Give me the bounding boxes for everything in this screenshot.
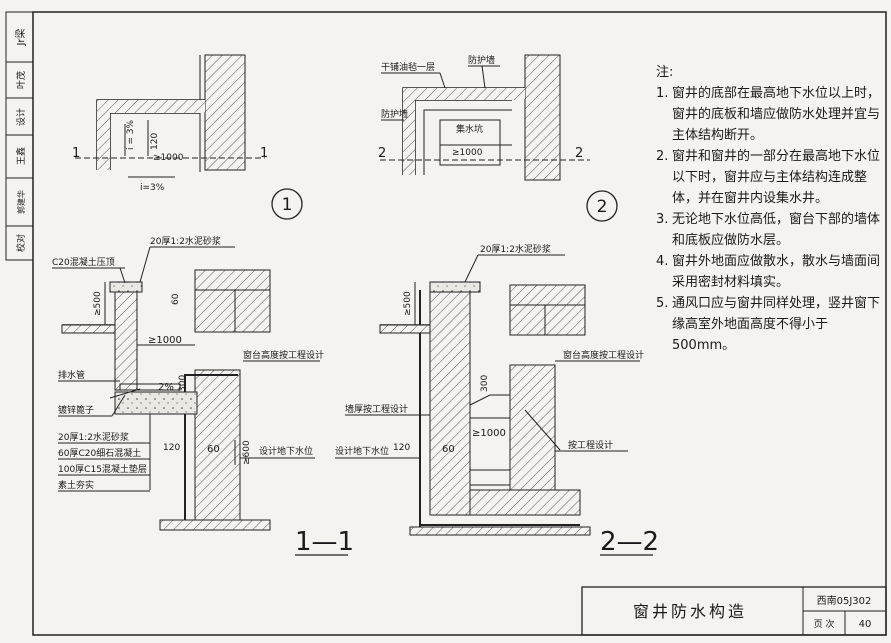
section22-per-design: 按工程设计	[568, 439, 613, 451]
detail-2-plan: 干铺油毡一层 防护墙 防护墙 集水坑 ≥1000 2 2 2	[378, 54, 618, 222]
notes-panel: 注: 1. 窗井的底部在最高地下水位以上时，窗井的底板和墙应做防水处理并宜与主体…	[656, 62, 888, 356]
title-block-title: 窗井防水构造	[633, 602, 747, 621]
section11-dim-500: ≥500	[93, 291, 103, 316]
section22-dim-500: ≥500	[403, 291, 413, 316]
strip-sig1: Jr梁	[14, 28, 27, 46]
detail2-cut-left: 2	[378, 146, 386, 161]
section22-sill: 窗台高度按工程设计	[563, 349, 644, 361]
strip-role3: 郭建华	[16, 190, 26, 214]
note-item-3: 3. 无论地下水位高低，窗台下部的墙体和底板应做防水层。	[656, 209, 888, 251]
section11-layer-1: 20厚1:2水泥砂浆	[58, 431, 129, 443]
strip-role1: 叶茂	[15, 71, 27, 89]
section11-dim-120: 120	[163, 443, 180, 453]
detail-1-plan: i = 3% 120 ≥1000 i=3% 1 1 1	[72, 54, 303, 220]
detail1-dim-1000: ≥1000	[153, 153, 184, 163]
note-text-4: 窗井外地面应做散水，散水与墙面间采用密封材料填实。	[672, 254, 881, 290]
strip-role2: 设计	[15, 108, 27, 126]
sheet-border	[32, 11, 887, 636]
detail1-cut-right: 1	[260, 146, 268, 161]
detail1-dim-120: 120	[150, 133, 160, 150]
note-text-1: 窗井的底部在最高地下水位以上时，窗井的底板和墙应做防水处理并宜与主体结构断开。	[672, 86, 881, 143]
section22-dim-120: 120	[393, 443, 410, 453]
section11-title: 1—1	[295, 527, 354, 557]
section11-layer-3: 100厚C15混凝土垫层	[58, 463, 147, 475]
note-item-5: 5. 通风口应与窗井同样处理，竖井窗下缘高室外地面高度不得小于500mm。	[656, 293, 888, 356]
section-2-2: 20厚1:2水泥砂浆 ≥500 窗台高度按工程设计 300 墙厚按工程设计 ≥1…	[335, 243, 659, 557]
note-num-1: 1.	[656, 86, 669, 101]
section11-dim-60b: 60	[207, 444, 220, 455]
section11-drain: 排水管	[58, 369, 85, 381]
section11-dim-60: 60	[171, 293, 181, 305]
detail1-slope-top: i = 3%	[126, 120, 136, 150]
section-1-1: C20混凝土压顶 20厚1:2水泥砂浆 ≥500 60 ≥1000 窗台高度按工…	[52, 235, 354, 557]
section11-slope: 2%	[158, 382, 174, 393]
section11-sill: 窗台高度按工程设计	[243, 349, 324, 361]
detail1-slope-bottom: i=3%	[140, 183, 165, 193]
section11-dim-600: ≥600	[242, 440, 252, 465]
title-block-page-no: 40	[859, 619, 872, 630]
section22-title: 2—2	[600, 527, 659, 557]
note-num-3: 3.	[656, 212, 669, 227]
note-text-5: 通风口应与窗井同样处理，竖井窗下缘高室外地面高度不得小于500mm。	[672, 296, 881, 353]
detail2-circle-label: 2	[597, 197, 608, 217]
section11-layer-2: 60厚C20细石混凝土	[58, 447, 141, 459]
section22-mortar-top: 20厚1:2水泥砂浆	[480, 243, 551, 255]
section11-grate: 镀锌篦子	[58, 404, 94, 416]
note-num-5: 5.	[656, 296, 669, 311]
section22-wall-thk: 墙厚按工程设计	[345, 403, 408, 415]
note-num-2: 2.	[656, 149, 669, 164]
signature-strip: Jr梁 叶茂 设计 王鑫 郭建华 校对	[5, 11, 34, 261]
strip-sig2: 王鑫	[15, 147, 27, 165]
note-text-2: 窗井和窗井的一部分在最高地下水位以下时，窗井应与主体结构连成整体，并在窗井内设集…	[672, 149, 881, 206]
detail2-label-wall-b: 防护墙	[381, 108, 408, 120]
title-block-page-label: 页 次	[814, 618, 835, 630]
section22-dim-60: 60	[442, 444, 455, 455]
detail2-label-pit: 集水坑	[456, 123, 483, 135]
section11-cap: C20混凝土压顶	[52, 256, 115, 268]
section11-layer-4: 素土夯实	[58, 479, 94, 491]
detail1-ref-circle	[271, 188, 303, 220]
note-item-1: 1. 窗井的底部在最高地下水位以上时，窗井的底板和墙应做防水处理并宜与主体结构断…	[656, 83, 888, 146]
detail2-dim-1000: ≥1000	[452, 148, 483, 158]
detail1-circle-label: 1	[282, 195, 293, 215]
title-block: 窗井防水构造 西南05J302 页 次 40	[581, 586, 887, 636]
section22-dim-1000: ≥1000	[472, 428, 506, 439]
detail2-ref-circle	[586, 190, 618, 222]
section11-dim-1000: ≥1000	[148, 335, 182, 346]
strip-role4: 校对	[15, 234, 27, 252]
detail2-label-wall-a: 防护墙	[468, 54, 495, 66]
title-block-atlas-no: 西南05J302	[817, 594, 872, 607]
section11-dim-300: 300	[178, 375, 188, 392]
notes-title: 注:	[656, 65, 674, 80]
section22-gw: 设计地下水位	[335, 445, 389, 457]
section22-dim-300: 300	[480, 375, 490, 392]
note-num-4: 4.	[656, 254, 669, 269]
note-item-2: 2. 窗井和窗井的一部分在最高地下水位以下时，窗井应与主体结构连成整体，并在窗井…	[656, 146, 888, 209]
note-item-4: 4. 窗井外地面应做散水，散水与墙面间采用密封材料填实。	[656, 251, 888, 293]
detail2-cut-right: 2	[575, 146, 583, 161]
section11-mortar-top: 20厚1:2水泥砂浆	[150, 235, 221, 247]
detail2-label-felt: 干铺油毡一层	[381, 61, 435, 73]
section11-gw: 设计地下水位	[259, 445, 313, 457]
note-text-3: 无论地下水位高低，窗台下部的墙体和底板应做防水层。	[672, 212, 881, 248]
detail1-cut-left: 1	[72, 146, 80, 161]
